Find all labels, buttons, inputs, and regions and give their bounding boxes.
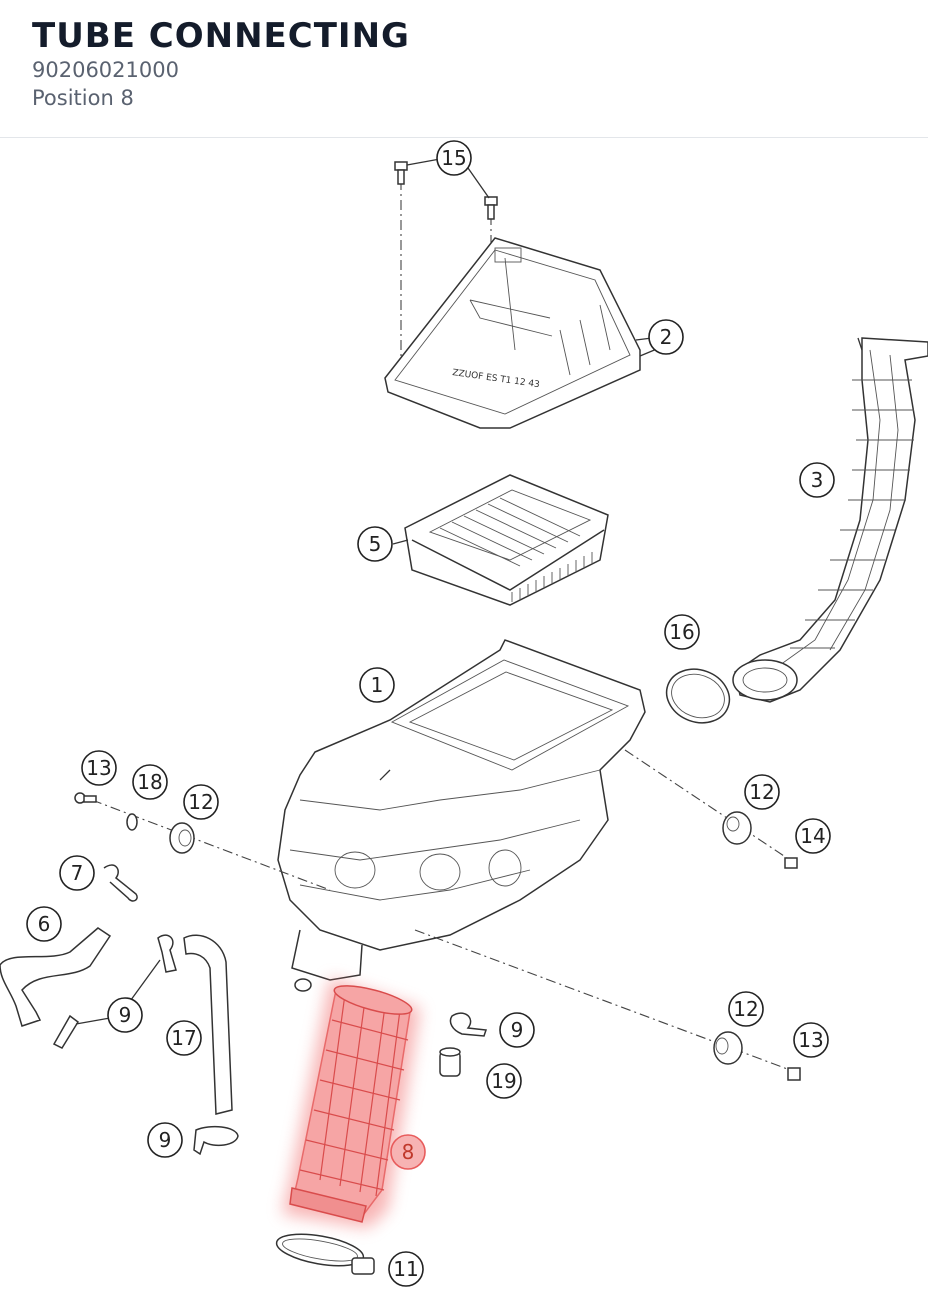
grommet-12-right-upper[interactable]	[722, 811, 752, 845]
clip-9-bottom[interactable]	[193, 1125, 239, 1156]
screw-14[interactable]	[784, 857, 798, 869]
exploded-parts-diagram: ZZUOF ES T1 12 43	[0, 140, 928, 1287]
callout-6[interactable]: 6	[26, 906, 62, 942]
svg-text:1: 1	[371, 673, 384, 697]
tube-connecting-highlight[interactable]	[282, 978, 420, 1228]
callout-13-left[interactable]: 13	[81, 750, 117, 786]
callout-9-bottom[interactable]: 9	[147, 1122, 183, 1158]
svg-text:13: 13	[798, 1028, 823, 1052]
callout-2[interactable]: 2	[648, 319, 684, 355]
svg-text:18: 18	[137, 770, 162, 794]
callout-12-left[interactable]: 12	[183, 784, 219, 820]
svg-text:9: 9	[119, 1003, 132, 1027]
part-title: TUBE CONNECTING	[32, 16, 410, 56]
bolt-15-left[interactable]	[394, 161, 408, 380]
svg-text:15: 15	[441, 146, 466, 170]
clip-9-top[interactable]	[157, 934, 177, 973]
svg-text:3: 3	[811, 468, 824, 492]
cap-19[interactable]	[439, 1047, 461, 1077]
callout-9-right[interactable]: 9	[499, 1012, 535, 1048]
callout-17[interactable]: 17	[166, 1020, 202, 1056]
callout-13-right[interactable]: 13	[793, 1022, 829, 1058]
grommet-12-right-lower[interactable]	[713, 1031, 743, 1065]
svg-text:9: 9	[159, 1128, 172, 1152]
svg-text:5: 5	[369, 532, 382, 556]
gasket-ring[interactable]	[659, 661, 737, 732]
air-filter-element[interactable]	[404, 474, 609, 606]
svg-text:6: 6	[38, 912, 51, 936]
svg-text:12: 12	[749, 780, 774, 804]
part-header: TUBE CONNECTING 90206021000 Position 8	[0, 0, 928, 138]
washer-18[interactable]	[126, 813, 138, 831]
callout-12-right-lower[interactable]: 12	[728, 991, 764, 1027]
callout-9-left[interactable]: 9	[107, 997, 143, 1033]
intake-snorkel[interactable]	[732, 337, 928, 703]
svg-text:16: 16	[669, 620, 694, 644]
callout-11[interactable]: 11	[388, 1251, 424, 1287]
callout-12-right-upper[interactable]: 12	[744, 774, 780, 810]
callout-19[interactable]: 19	[486, 1063, 522, 1099]
svg-text:19: 19	[491, 1069, 516, 1093]
screw-13-right[interactable]	[787, 1067, 801, 1081]
callout-7[interactable]: 7	[59, 855, 95, 891]
clip-9-left[interactable]	[52, 1014, 79, 1049]
airbox-housing[interactable]	[277, 639, 646, 992]
screw-13-left[interactable]	[74, 792, 97, 804]
callout-8-selected[interactable]: 8	[390, 1134, 426, 1170]
part-position: Position 8	[32, 86, 134, 110]
callout-15[interactable]: 15	[436, 140, 472, 176]
callout-3[interactable]: 3	[799, 462, 835, 498]
svg-text:12: 12	[733, 997, 758, 1021]
hose-6[interactable]	[0, 927, 112, 1027]
callout-14[interactable]: 14	[795, 818, 831, 854]
callout-1[interactable]: 1	[359, 667, 395, 703]
svg-text:7: 7	[71, 861, 84, 885]
svg-text:12: 12	[188, 790, 213, 814]
air-filter-cover[interactable]: ZZUOF ES T1 12 43	[384, 237, 641, 429]
callout-16[interactable]: 16	[664, 614, 700, 650]
svg-text:13: 13	[86, 756, 111, 780]
callout-18[interactable]: 18	[132, 764, 168, 800]
grommet-12-left[interactable]	[169, 822, 195, 854]
svg-text:14: 14	[800, 824, 825, 848]
part-number: 90206021000	[32, 58, 179, 82]
clip-7[interactable]	[103, 864, 138, 902]
svg-text:11: 11	[393, 1257, 418, 1281]
svg-text:8: 8	[402, 1140, 415, 1164]
svg-text:9: 9	[511, 1018, 524, 1042]
hose-17[interactable]	[183, 934, 233, 1115]
clip-9-right[interactable]	[449, 1012, 488, 1037]
svg-text:2: 2	[660, 325, 673, 349]
hose-clamp-11[interactable]	[274, 1229, 375, 1275]
callout-5[interactable]: 5	[357, 526, 393, 562]
svg-text:17: 17	[171, 1026, 196, 1050]
